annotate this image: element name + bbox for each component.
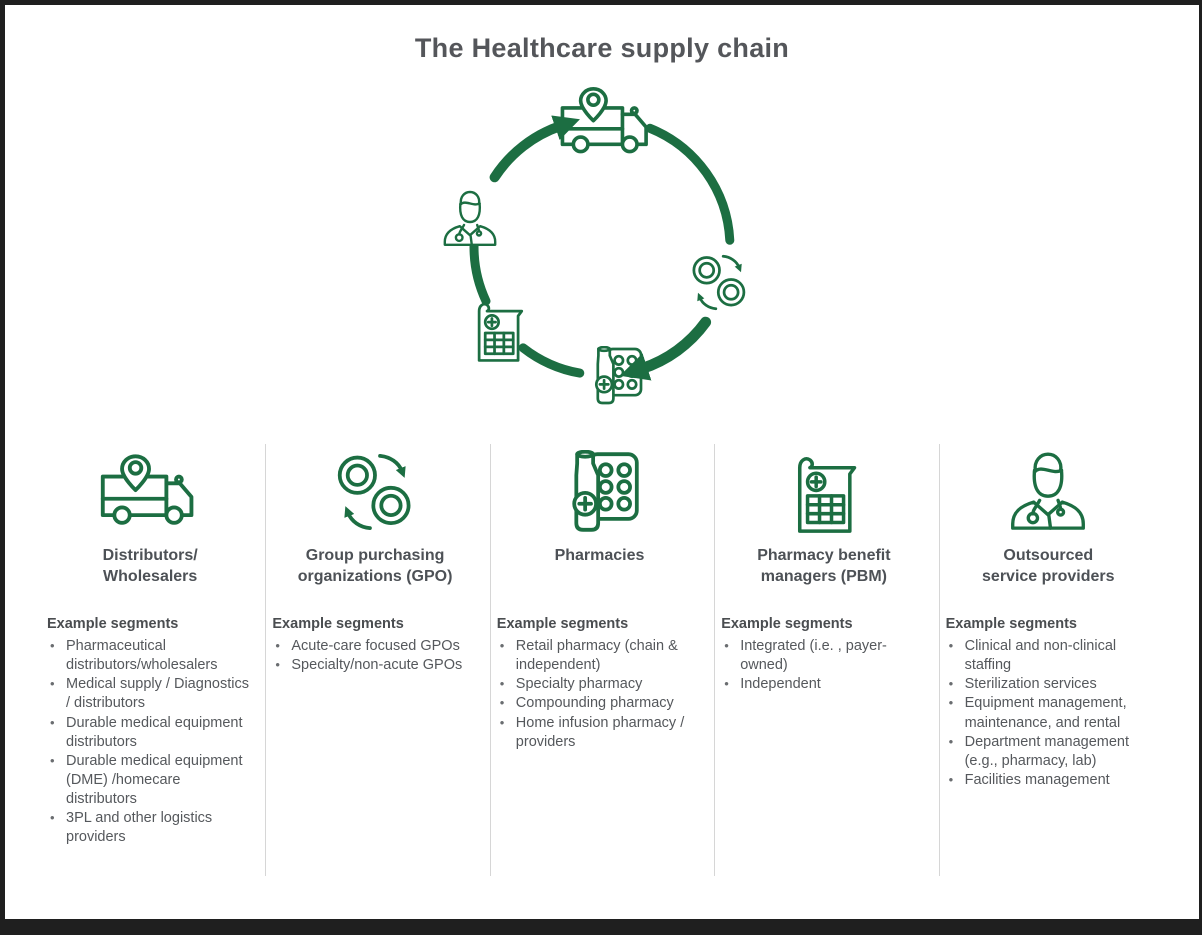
arc-truck-to-gpo bbox=[645, 123, 735, 245]
example-segments-heading: Example segments bbox=[945, 616, 1077, 632]
cycle-svg bbox=[443, 87, 792, 405]
bullet-text: Medical supply / Diagnostics / distribut… bbox=[66, 676, 249, 712]
cycle-pharmacy-icon bbox=[594, 346, 643, 405]
bullet-text: Sterilization services bbox=[964, 676, 1097, 693]
segment-columns: Distributors/ Wholesalers Example segmen… bbox=[41, 444, 1163, 876]
bullet-item: • Durable medical equipment (DME) /homeca… bbox=[47, 752, 253, 809]
bullet-item: • Department management (e.g., pharmacy, … bbox=[946, 733, 1151, 771]
bullet-marker: • bbox=[499, 695, 505, 711]
bullet-text: Durable medical equipment (DME) /homecar… bbox=[66, 752, 243, 807]
bullet-marker: • bbox=[499, 638, 505, 653]
bullet-item: • Clinical and non-clinical staffing bbox=[946, 637, 1151, 675]
bullet-list: • Retail pharmacy (chain & independent) • S… bbox=[497, 637, 702, 752]
bullet-item: • Independent bbox=[721, 675, 926, 694]
bullet-item: • Acute-care focused GPOs bbox=[272, 637, 477, 656]
bullet-list: • Integrated (i.e. , payer-owned) • Indepen… bbox=[721, 637, 926, 694]
bullet-marker: • bbox=[724, 638, 729, 653]
arc-gpo-to-pharmacy bbox=[619, 316, 712, 381]
gpo-icon bbox=[333, 450, 417, 534]
column-title: Distributors/ Wholesalers bbox=[102, 547, 198, 585]
bullet-marker: • bbox=[948, 771, 954, 787]
bullet-text: Acute-care focused GPOs bbox=[291, 638, 460, 654]
bullet-item: • Retail pharmacy (chain & independent) bbox=[497, 637, 702, 675]
pharm-icon bbox=[556, 450, 642, 534]
bullet-item: • Specialty pharmacy bbox=[497, 675, 702, 694]
segment-column-distributors: Distributors/ Wholesalers Example segmen… bbox=[41, 444, 265, 876]
example-segments-heading: Example segments bbox=[272, 616, 404, 632]
example-segments-heading: Example segments bbox=[496, 616, 629, 632]
bullet-item: • Specialty/non-acute GPOs bbox=[272, 656, 477, 675]
bullet-marker: • bbox=[948, 733, 954, 749]
segment-column-outsourced: Outsourced service providers Example seg… bbox=[938, 444, 1163, 876]
column-title: Outsourced service providers bbox=[982, 547, 1115, 585]
bullet-text: Clinical and non-clinical staffing bbox=[964, 638, 1117, 674]
bullet-item: • Facilities management bbox=[946, 771, 1151, 790]
bullet-item: • Integrated (i.e. , payer-owned) bbox=[721, 637, 926, 675]
bullet-item: • Sterilization services bbox=[946, 675, 1151, 694]
bullet-list: • Pharmaceutical distributors/wholesalers… bbox=[47, 637, 253, 847]
bullet-marker: • bbox=[499, 676, 505, 692]
bullet-text: Equipment management, maintenance, and r… bbox=[964, 695, 1127, 731]
bullet-text: Pharmaceutical distributors/wholesalers bbox=[66, 638, 218, 674]
segment-column-pbm: Pharmacy benefit managers (PBM) Example … bbox=[714, 444, 938, 876]
supply-chain-cycle-diagram bbox=[412, 80, 792, 430]
bullet-marker: • bbox=[50, 810, 55, 826]
column-title: Group purchasing organizations (GPO) bbox=[297, 547, 453, 585]
cycle-pbm-document-icon bbox=[477, 302, 524, 362]
bullet-item: • 3PL and other logistics providers bbox=[47, 809, 253, 847]
bullet-marker: • bbox=[275, 638, 280, 653]
cycle-clinician-icon bbox=[443, 190, 497, 247]
arc-clinician-to-truck bbox=[489, 115, 580, 183]
bullet-text: Specialty pharmacy bbox=[515, 676, 643, 693]
bullet-marker: • bbox=[50, 714, 55, 730]
arc-pbm-to-clinician bbox=[469, 238, 491, 306]
example-segments-heading: Example segments bbox=[47, 616, 179, 632]
bullet-item: • Durable medical equipment distributors bbox=[47, 714, 253, 752]
bullet-text: 3PL and other logistics providers bbox=[66, 810, 213, 846]
bullet-item: • Equipment management, maintenance, and … bbox=[946, 694, 1151, 732]
bullet-text: Department management (e.g., pharmacy, l… bbox=[964, 733, 1130, 769]
column-title: Pharmacies bbox=[554, 547, 645, 564]
bullet-text: Compounding pharmacy bbox=[515, 695, 674, 712]
bullet-text: Home infusion pharmacy / providers bbox=[515, 714, 685, 750]
bullet-item: • Compounding pharmacy bbox=[497, 694, 702, 713]
bullet-marker: • bbox=[724, 676, 729, 692]
bullet-marker: • bbox=[275, 657, 280, 673]
bullet-marker: • bbox=[499, 714, 505, 730]
bullet-text: Facilities management bbox=[964, 771, 1110, 788]
bullet-marker: • bbox=[948, 638, 954, 653]
example-segments-heading: Example segments bbox=[721, 616, 853, 632]
bullet-list: • Acute-care focused GPOs • Specialty/non-a… bbox=[272, 637, 477, 675]
bullet-marker: • bbox=[948, 676, 954, 692]
bullet-text: Specialty/non-acute GPOs bbox=[291, 657, 463, 674]
bullet-marker: • bbox=[50, 676, 55, 692]
pbm-icon bbox=[788, 449, 860, 535]
bullet-item: • Home infusion pharmacy / providers bbox=[497, 714, 702, 752]
bullet-text: Retail pharmacy (chain & independent) bbox=[515, 638, 678, 674]
arc-pharmacy-to-pbm bbox=[518, 343, 585, 378]
bullet-item: • Pharmaceutical distributors/wholesalers bbox=[47, 637, 253, 675]
bullet-text: Independent bbox=[740, 676, 821, 693]
column-title: Pharmacy benefit managers (PBM) bbox=[757, 547, 891, 585]
page-title: The Healthcare supply chain bbox=[414, 33, 790, 63]
bullet-marker: • bbox=[50, 638, 55, 653]
bullet-marker: • bbox=[948, 695, 954, 711]
cycle-gpo-icon bbox=[694, 256, 744, 308]
bullet-list: • Clinical and non-clinical staffing • Ster… bbox=[946, 637, 1151, 790]
segment-column-gpo: Group purchasing organizations (GPO) Exa… bbox=[265, 444, 489, 876]
bullet-text: Durable medical equipment distributors bbox=[66, 714, 243, 750]
bullet-item: • Medical supply / Diagnostics / distribu… bbox=[47, 675, 253, 713]
clinician-icon bbox=[1005, 450, 1091, 534]
bullet-marker: • bbox=[50, 752, 55, 768]
bullet-text: Integrated (i.e. , payer-owned) bbox=[740, 638, 887, 674]
cycle-truck-icon bbox=[560, 87, 648, 154]
truck-icon bbox=[97, 453, 203, 531]
segment-column-pharmacies: Pharmacies Example segments • Retail phar… bbox=[489, 444, 714, 876]
